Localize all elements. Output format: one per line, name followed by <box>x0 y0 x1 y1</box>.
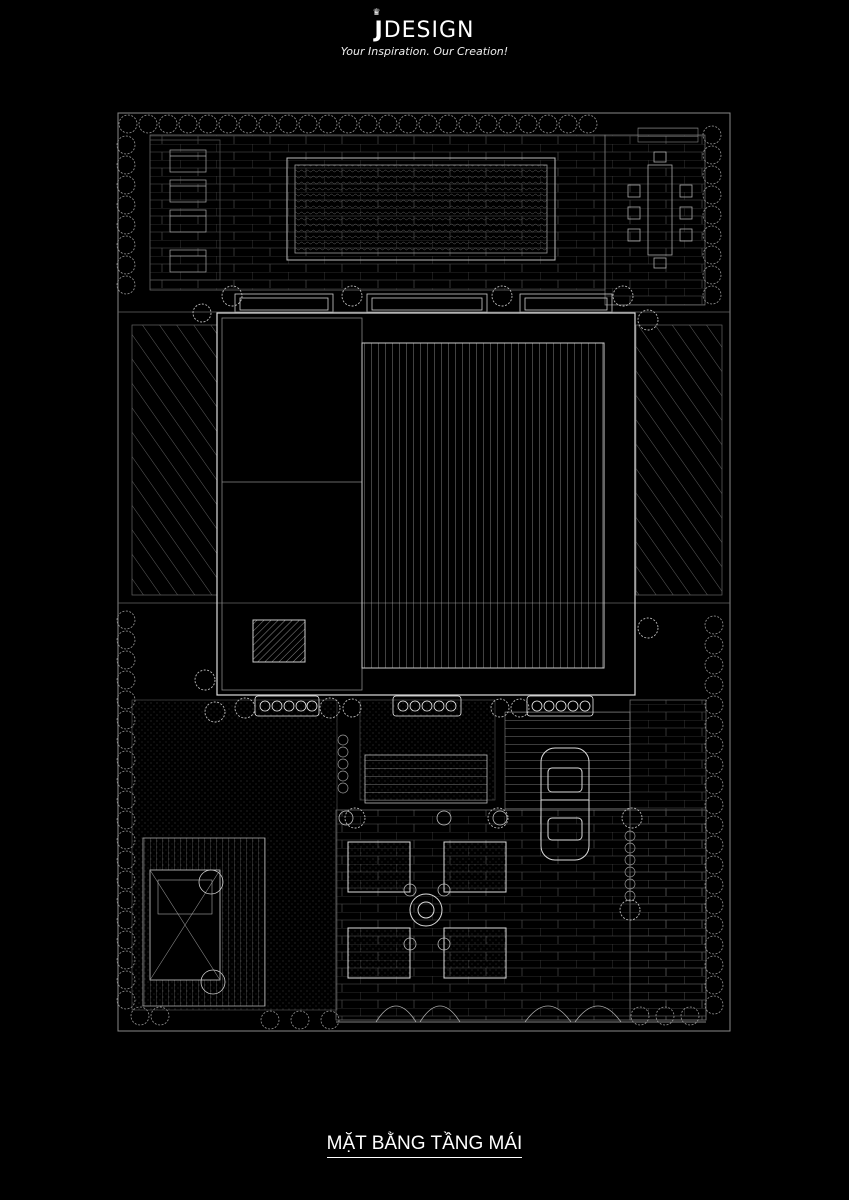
entrance-steps <box>364 754 488 804</box>
shrubs <box>192 285 659 921</box>
rear-planters <box>234 293 613 313</box>
drawing-title: MẶT BẰNG TẦNG MÁI <box>0 1133 849 1158</box>
rear-steps <box>637 127 699 143</box>
brand-mark-letter: J <box>374 18 384 43</box>
site-boundary <box>117 112 731 1032</box>
brand-mark: ♛J <box>373 8 384 43</box>
brand-logo: ♛JDESIGN Your Inspiration. Our Creation! <box>0 8 849 58</box>
main-roof-outline <box>216 312 636 696</box>
car-icon <box>540 747 590 861</box>
brand-tagline: Your Inspiration. Our Creation! <box>340 45 509 58</box>
entrance-gates <box>336 1005 706 1023</box>
right-drive-paving <box>629 699 707 1021</box>
drawing-title-text: MẶT BẰNG TẦNG MÁI <box>326 1133 523 1158</box>
roof-hatch <box>252 619 306 663</box>
pool-edge <box>286 157 556 261</box>
hedge-column <box>337 734 636 902</box>
formal-garden-posts <box>338 810 508 951</box>
outdoor-dining-set <box>627 151 693 269</box>
corrugated-roof-section <box>361 342 605 669</box>
crown-icon: ♛ <box>372 8 382 18</box>
formal-garden <box>347 841 507 979</box>
brand-name: DESIGN <box>383 18 475 43</box>
rear-right-paving <box>604 134 706 306</box>
garage-ramp <box>504 711 631 811</box>
sun-loungers <box>149 139 221 281</box>
pool-water <box>294 164 548 254</box>
boundary-trees <box>116 114 724 1030</box>
garden-deck <box>142 837 266 1007</box>
right-side-garden <box>635 324 723 596</box>
brand-wordmark: ♛JDESIGN <box>0 8 849 43</box>
left-side-garden <box>131 324 218 596</box>
